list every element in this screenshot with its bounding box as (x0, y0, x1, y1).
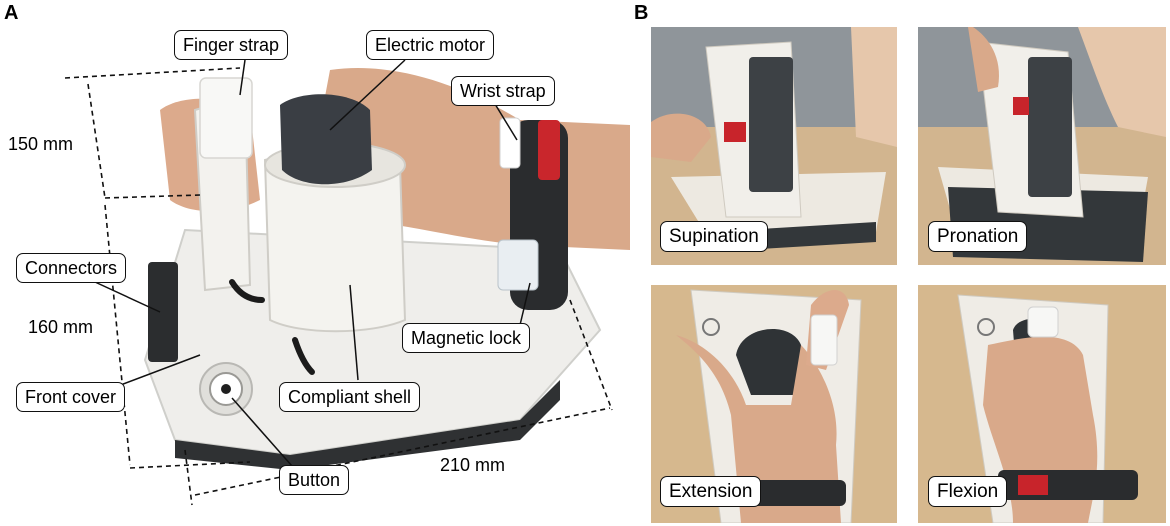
wrist-strap-callout: Wrist strap (451, 76, 555, 106)
height-dimension-label: 150 mm (8, 134, 74, 154)
magnetic-lock-callout: Magnetic lock (402, 323, 531, 353)
pronation-label: Pronation (928, 221, 1028, 252)
flexion-label: Flexion (928, 476, 1008, 507)
device-photo (64, 59, 630, 506)
compliant-shell-callout: Compliant shell (279, 382, 421, 412)
electric-motor-callout: Electric motor (366, 30, 495, 60)
supination-label: Supination (660, 221, 768, 252)
button-callout: Button (279, 465, 350, 495)
pronation-photo (918, 27, 1166, 265)
finger-strap-callout: Finger strap (174, 30, 289, 60)
connectors-callout: Connectors (16, 253, 127, 283)
panel-a-letter: A (4, 2, 19, 24)
width-dimension-label: 160 mm (28, 317, 94, 337)
panel-b-letter: B (634, 2, 649, 24)
length-dimension-label: 210 mm (440, 455, 506, 475)
front-cover-callout: Front cover (16, 382, 126, 412)
extension-photo (651, 285, 897, 523)
extension-label: Extension (660, 476, 762, 507)
